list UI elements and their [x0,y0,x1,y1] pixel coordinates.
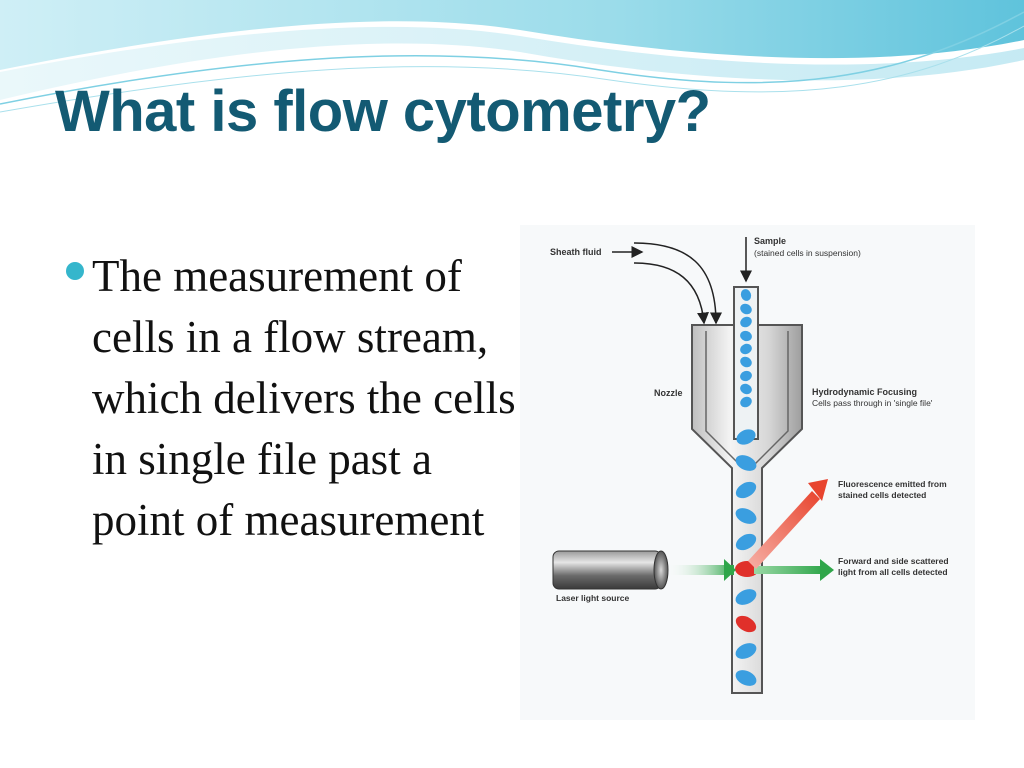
label-hydrodynamic-focusing: Hydrodynamic Focusing [812,387,917,397]
bullet-dot-icon [66,262,84,280]
label-sheath-fluid: Sheath fluid [550,247,602,257]
cell [740,396,752,408]
laser-source-icon [552,550,669,590]
cell [740,316,752,328]
label-scatter-line1: Forward and side scattered [838,556,949,566]
label-sample-note: (stained cells in suspension) [754,248,861,258]
cell [740,303,752,315]
laser-beam-arrowhead [724,559,736,581]
cells-in-stream [735,289,759,686]
sheath-channel-right [753,331,789,466]
cell [735,508,757,524]
cell [735,589,757,605]
fluorescence-beam [748,491,820,569]
fluorescence-arrowhead [808,479,828,501]
sheath-flow-arrow-1 [633,242,722,325]
wave-banner [0,0,1024,113]
cell [740,370,752,382]
cell [740,356,752,368]
label-nozzle: Nozzle [654,388,683,398]
cell [740,383,752,395]
cell [735,481,757,499]
cell [735,670,757,686]
bullet-text: The measurement of cells in a flow strea… [92,251,516,545]
cell [740,330,752,342]
label-sample: Sample [754,236,786,246]
cell [735,643,757,659]
label-fluorescence-line1: Fluorescence emitted from [838,479,947,489]
scatter-light-arrowhead [820,559,834,581]
stained-cell [735,615,757,633]
laser-beam [666,565,734,575]
cell [740,289,752,301]
cell [736,429,756,445]
slide-title: What is flow cytometry? [55,79,711,144]
flow-cytometry-diagram: Sheath fluid Sample (stained cells in su… [520,225,975,720]
label-laser-source: Laser light source [556,593,629,603]
cell [735,533,757,551]
scatter-light-beam [754,566,824,574]
label-scatter-line2: light from all cells detected [838,567,948,577]
sheath-channel-left [705,331,741,466]
label-fluorescence-line2: stained cells detected [838,490,926,500]
label-hydrodynamic-note: Cells pass through in 'single file' [812,398,933,408]
sheath-flow-arrow-2 [633,262,709,325]
cell [740,343,752,355]
cell [735,455,757,471]
